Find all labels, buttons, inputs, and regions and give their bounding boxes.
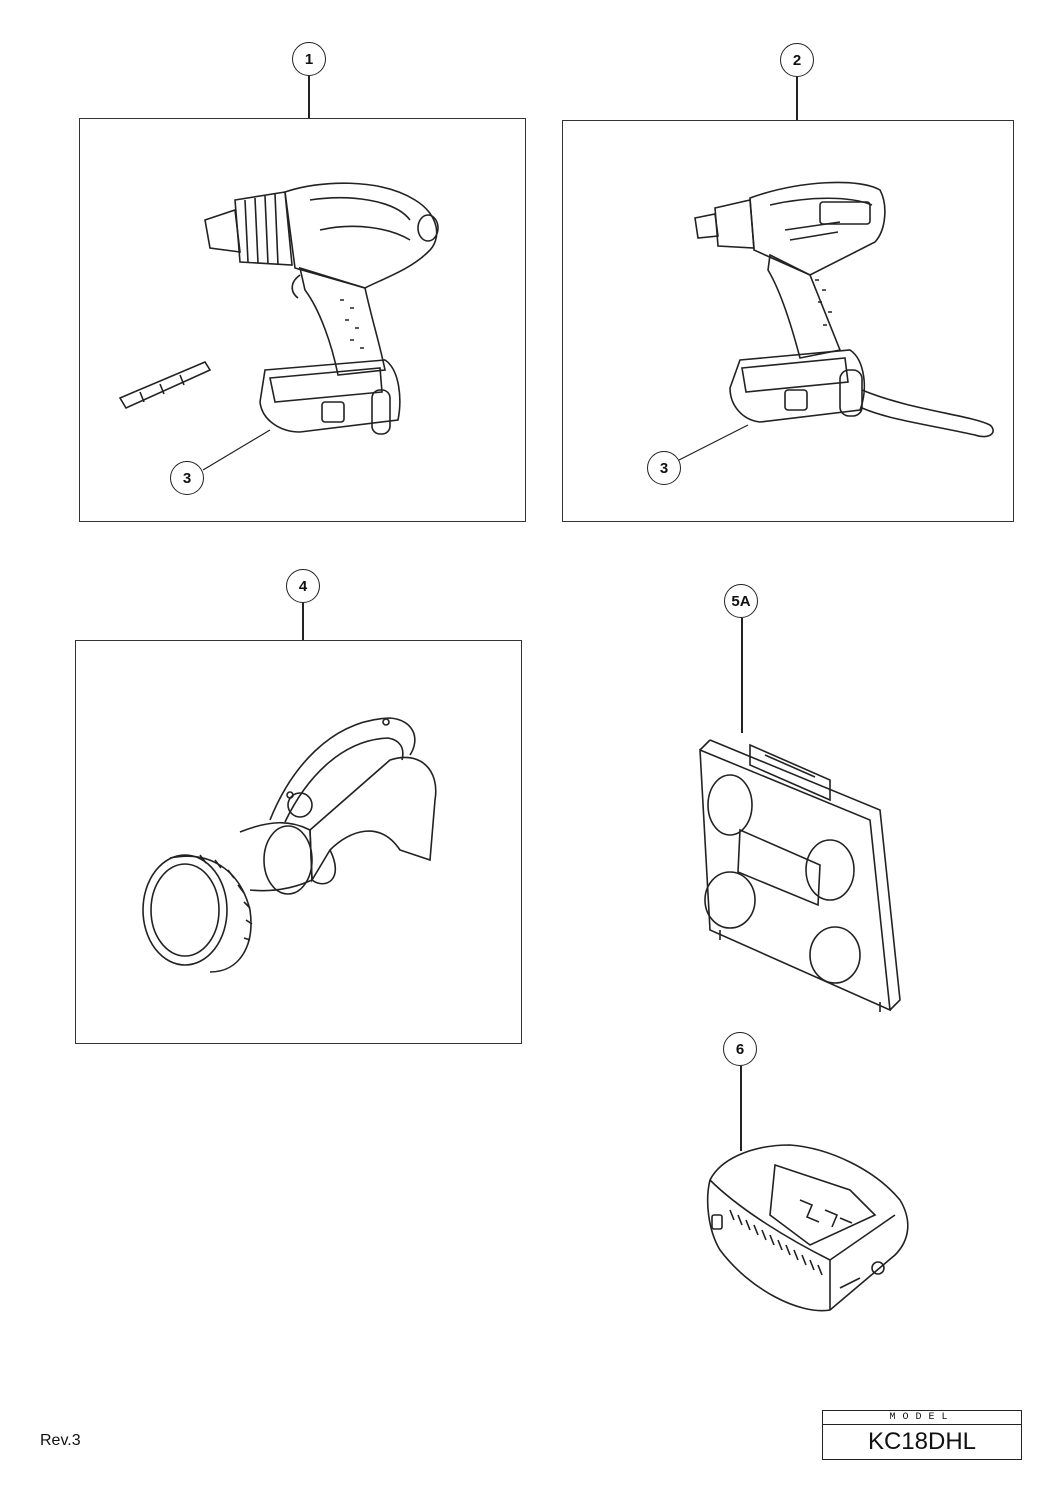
callout-1: 1 [292, 42, 326, 76]
drill-driver-icon [110, 170, 450, 450]
model-box: MODEL KC18DHL [822, 1410, 1022, 1460]
leader-5a [741, 618, 743, 733]
callout-6: 6 [723, 1032, 757, 1066]
callout-3-drill: 3 [170, 461, 204, 495]
frame-impact-driver [562, 120, 1014, 522]
flashlight-icon [130, 710, 470, 990]
carrying-case-icon [690, 730, 910, 1025]
callout-5a: 5A [724, 584, 758, 618]
callout-4: 4 [286, 569, 320, 603]
frame-flashlight [75, 640, 522, 1044]
leader-1 [308, 76, 310, 119]
callout-3-impact: 3 [647, 451, 681, 485]
battery-charger-icon [700, 1140, 915, 1320]
leader-4 [302, 603, 304, 641]
impact-driver-icon [690, 170, 1000, 450]
model-label: MODEL [823, 1411, 1021, 1425]
leader-6 [740, 1066, 742, 1151]
model-value: KC18DHL [867, 1428, 977, 1455]
leader-2 [796, 77, 798, 120]
revision-label: Rev.3 [40, 1432, 81, 1449]
frame-drill-driver [79, 118, 526, 522]
callout-2: 2 [780, 43, 814, 77]
